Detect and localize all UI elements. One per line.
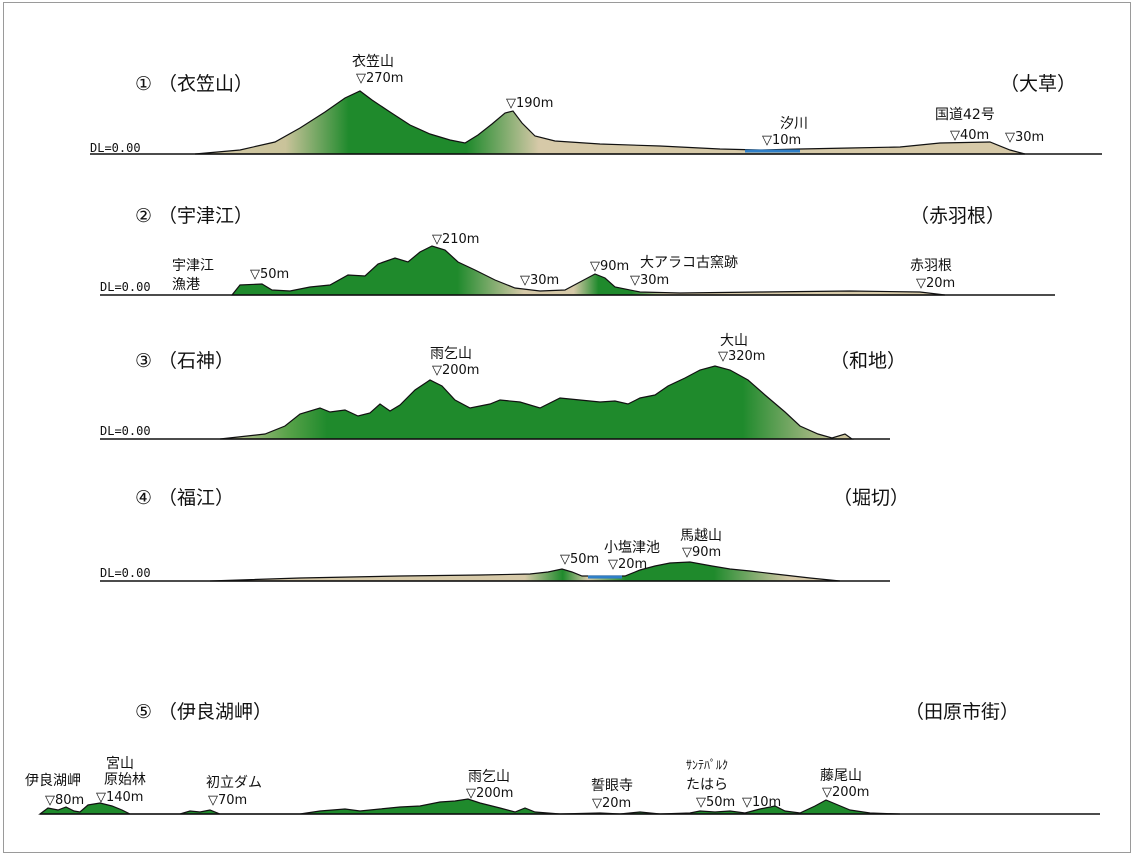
kinugasa-elev: ▽270m [356,71,403,86]
amagoi-elev-5: ▽200m [466,786,513,801]
kozutsu-pond-name: 小塩津池 [604,540,660,556]
miyama-elev: ▽140m [96,790,143,805]
kinugasa-name: 衣笠山 [352,54,394,70]
section-1-number: ① [135,73,152,95]
section-5-left-label: （伊良湖岬） [158,701,272,723]
amagoi-elev-3: ▽200m [432,363,479,378]
section-3: ③ （石神） （和地） DL=0.00 雨乞山 ▽200m 大山 ▽320m [100,333,906,440]
section-3-left-label: （石神） [158,350,234,372]
section-4-number: ④ [135,487,152,509]
santepark-elev-10: ▽10m [742,795,781,810]
hatsutachi-dam-name: 初立ダム [206,774,262,791]
route42-name: 国道42号 [935,107,995,123]
amagoi-name-5: 雨乞山 [468,769,510,785]
seiganji-name: 誓眼寺 [591,778,633,794]
miyama-name-1: 宮山 [106,756,134,772]
santepark-name-1: ｻﾝﾃﾊﾟﾙｸ [686,758,728,772]
utsue-port-name-1: 宇津江 [172,258,214,274]
section-2-datum-label: DL=0.00 [100,280,151,294]
section-2-hill-elev: ▽90m [590,259,629,274]
peak190-elev: ▽190m [506,96,553,111]
amagoi-name-3: 雨乞山 [430,346,472,362]
section-4: ④ （福江） （堀切） DL=0.00 ▽50m 小塩津池 ▽20m 馬越山 ▽… [100,487,909,582]
akabane-elev: ▽20m [916,276,955,291]
river-name: 汐川 [780,116,808,132]
river-elev: ▽10m [762,133,801,148]
irago-cape-elev: ▽80m [45,793,84,808]
oarako-kiln-name: 大アラコ古窯跡 [640,254,738,271]
section-1-terrain-profile [194,90,1026,155]
section-1: ① （衣笠山） （大草） DL=0.00 衣笠山 ▽270m ▽190m 汐川 … [90,54,1102,155]
miyama-name-2: 原始林 [104,772,146,788]
section-5-right-label: （田原市街） [905,701,1019,723]
section-5: ⑤ （伊良湖岬） （田原市街） 伊良湖岬 ▽80m 宮山 原始林 ▽140m 初… [25,701,1100,815]
section-1-right-label: （大草） [1000,73,1076,95]
section-5-terrain-profile [38,798,901,815]
section-5-number: ⑤ [135,701,152,723]
oarako-kiln-elev: ▽30m [630,273,669,288]
oyama-elev: ▽320m [718,349,765,364]
fujio-name: 藤尾山 [820,768,862,784]
kozutsu-pond-elev: ▽20m [608,557,647,572]
santepark-name-2: たはら [686,777,728,793]
umakoshi-elev: ▽90m [682,545,721,560]
section-2-number: ② [135,205,152,227]
umakoshi-name: 馬越山 [680,528,722,544]
irago-cape-name: 伊良湖岬 [25,773,81,789]
seiganji-elev: ▽20m [592,796,631,811]
santepark-elev: ▽50m [696,795,735,810]
section-4-left-label: （福江） [158,487,234,509]
section-2-left-label: （宇津江） [158,205,253,227]
section-4-hill-elev: ▽50m [560,552,599,567]
section-3-right-label: （和地） [830,350,906,372]
section-2-right-label: （赤羽根） [910,205,1005,227]
section-1-end-elev: ▽30m [1005,130,1044,145]
section-3-number: ③ [135,350,152,372]
section-1-left-label: （衣笠山） [158,73,253,95]
akabane-name: 赤羽根 [910,258,952,274]
utsue-port-name-2: 漁港 [172,277,200,293]
section-2-terrain-profile [230,245,946,296]
utsue-port-elev: ▽50m [250,267,289,282]
fujio-elev: ▽200m [822,785,869,800]
section-4-datum-label: DL=0.00 [100,566,151,580]
section-2: ② （宇津江） （赤羽根） DL=0.00 宇津江 漁港 ▽50m ▽210m … [100,205,1055,296]
section-2-valley-elev: ▽30m [520,273,559,288]
section-3-datum-label: DL=0.00 [100,424,151,438]
section-3-terrain-profile [219,365,854,440]
section-4-terrain-profile [209,561,841,582]
route42-elev: ▽40m [950,128,989,143]
oyama-name: 大山 [720,333,748,349]
hatsutachi-dam-elev: ▽70m [208,793,247,808]
section-4-right-label: （堀切） [833,487,909,509]
diagram-frame [3,2,1131,853]
section-2-peak-elev: ▽210m [432,232,479,247]
section-1-datum-label: DL=0.00 [90,141,141,155]
